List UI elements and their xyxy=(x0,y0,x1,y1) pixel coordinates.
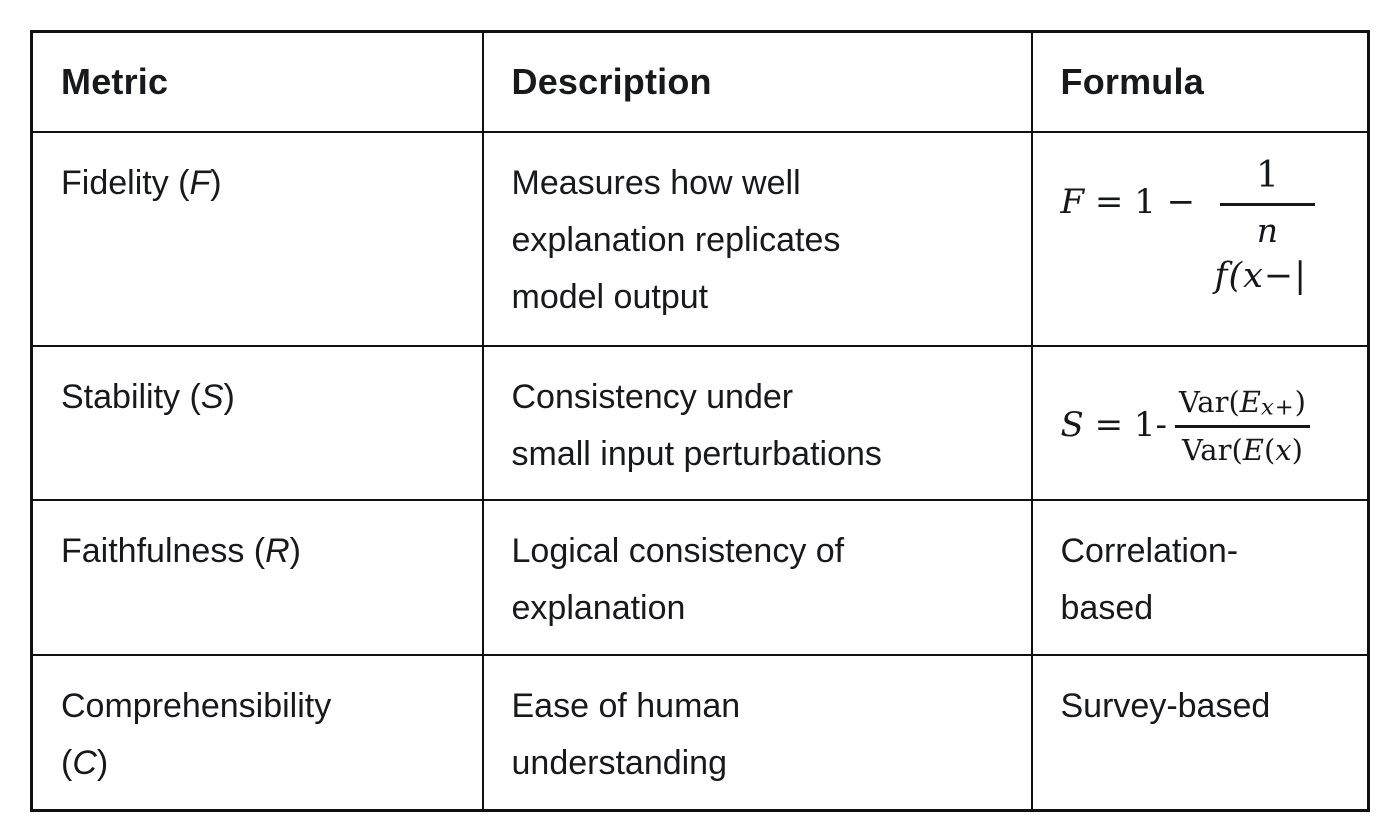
description-line: Logical consistency of xyxy=(511,531,845,570)
header-metric: Metric xyxy=(30,30,484,133)
formula-operator: = 1 − xyxy=(1084,182,1206,222)
fraction-denominator: n xyxy=(1256,210,1279,250)
formula-text-line: Correlation- xyxy=(1060,531,1239,570)
metric-label: Stability ( xyxy=(61,377,201,416)
formula-stability: S = 1- Var(Ex+) Var(E(x) xyxy=(1060,369,1340,468)
formula-operator: = 1- xyxy=(1083,404,1168,445)
cell-description-faithfulness: Logical consistency of explanation xyxy=(481,498,1033,656)
table-row-stability: Stability (S) Consistency under small in… xyxy=(30,344,1370,501)
description-line: Measures how well xyxy=(511,163,801,202)
metric-symbol: S xyxy=(200,377,224,416)
formula-variable: S xyxy=(1060,404,1084,445)
fraction: 1 n xyxy=(1219,155,1315,250)
header-description: Description xyxy=(481,30,1033,133)
description-line: explanation xyxy=(511,588,686,627)
cell-formula-fidelity: F = 1 − 1 n f(x−| xyxy=(1030,130,1370,347)
cell-description-comprehensibility: Ease of human understanding xyxy=(481,653,1033,812)
cell-formula-comprehensibility: Survey-based xyxy=(1030,653,1370,812)
metric-symbol: F xyxy=(189,163,211,202)
formula-text-line: based xyxy=(1060,588,1154,627)
formula-fidelity: F = 1 − 1 n f(x−| xyxy=(1061,155,1340,296)
table-row-faithfulness: Faithfulness (R) Logical consistency of … xyxy=(30,498,1370,656)
cell-description-stability: Consistency under small input perturbati… xyxy=(481,344,1033,501)
fraction-numerator: 1 xyxy=(1219,155,1315,206)
formula-tail: f(x−| xyxy=(1214,255,1307,296)
metrics-table: Metric Description Formula Fidelity (F) … xyxy=(30,30,1370,812)
table-row-fidelity: Fidelity (F) Measures how well explanati… xyxy=(30,130,1370,347)
cell-metric-stability: Stability (S) xyxy=(30,344,484,501)
description-line: explanation replicates xyxy=(511,220,841,259)
cell-formula-stability: S = 1- Var(Ex+) Var(E(x) xyxy=(1030,344,1370,501)
metric-symbol: C xyxy=(72,743,97,782)
metric-label: Faithfulness ( xyxy=(61,531,266,570)
formula-text-line: Survey-based xyxy=(1060,686,1271,725)
fraction-denominator: Var(E(x) xyxy=(1182,433,1303,468)
fraction-numerator: Var(Ex+) xyxy=(1175,383,1310,429)
cell-metric-comprehensibility: Comprehensibility (C) xyxy=(30,653,484,812)
cell-description-fidelity: Measures how well explanation replicates… xyxy=(481,130,1033,347)
description-line: Consistency under xyxy=(511,377,794,416)
cell-metric-faithfulness: Faithfulness (R) xyxy=(30,498,484,656)
metric-symbol: R xyxy=(265,531,290,570)
description-line: Ease of human xyxy=(511,686,741,725)
header-formula: Formula xyxy=(1030,30,1370,133)
description-line: understanding xyxy=(511,743,728,782)
cell-metric-fidelity: Fidelity (F) xyxy=(30,130,484,347)
metric-label: Fidelity ( xyxy=(61,163,190,202)
metric-label: Comprehensibility xyxy=(61,686,332,725)
description-line: model output xyxy=(511,277,709,316)
description-line: small input perturbations xyxy=(511,434,882,473)
formula-variable: F xyxy=(1060,182,1085,222)
header-row: Metric Description Formula xyxy=(30,30,1370,133)
fraction: Var(Ex+) Var(E(x) xyxy=(1175,383,1310,468)
table-row-comprehensibility: Comprehensibility (C) Ease of human unde… xyxy=(30,653,1370,812)
cell-formula-faithfulness: Correlation- based xyxy=(1030,498,1370,656)
